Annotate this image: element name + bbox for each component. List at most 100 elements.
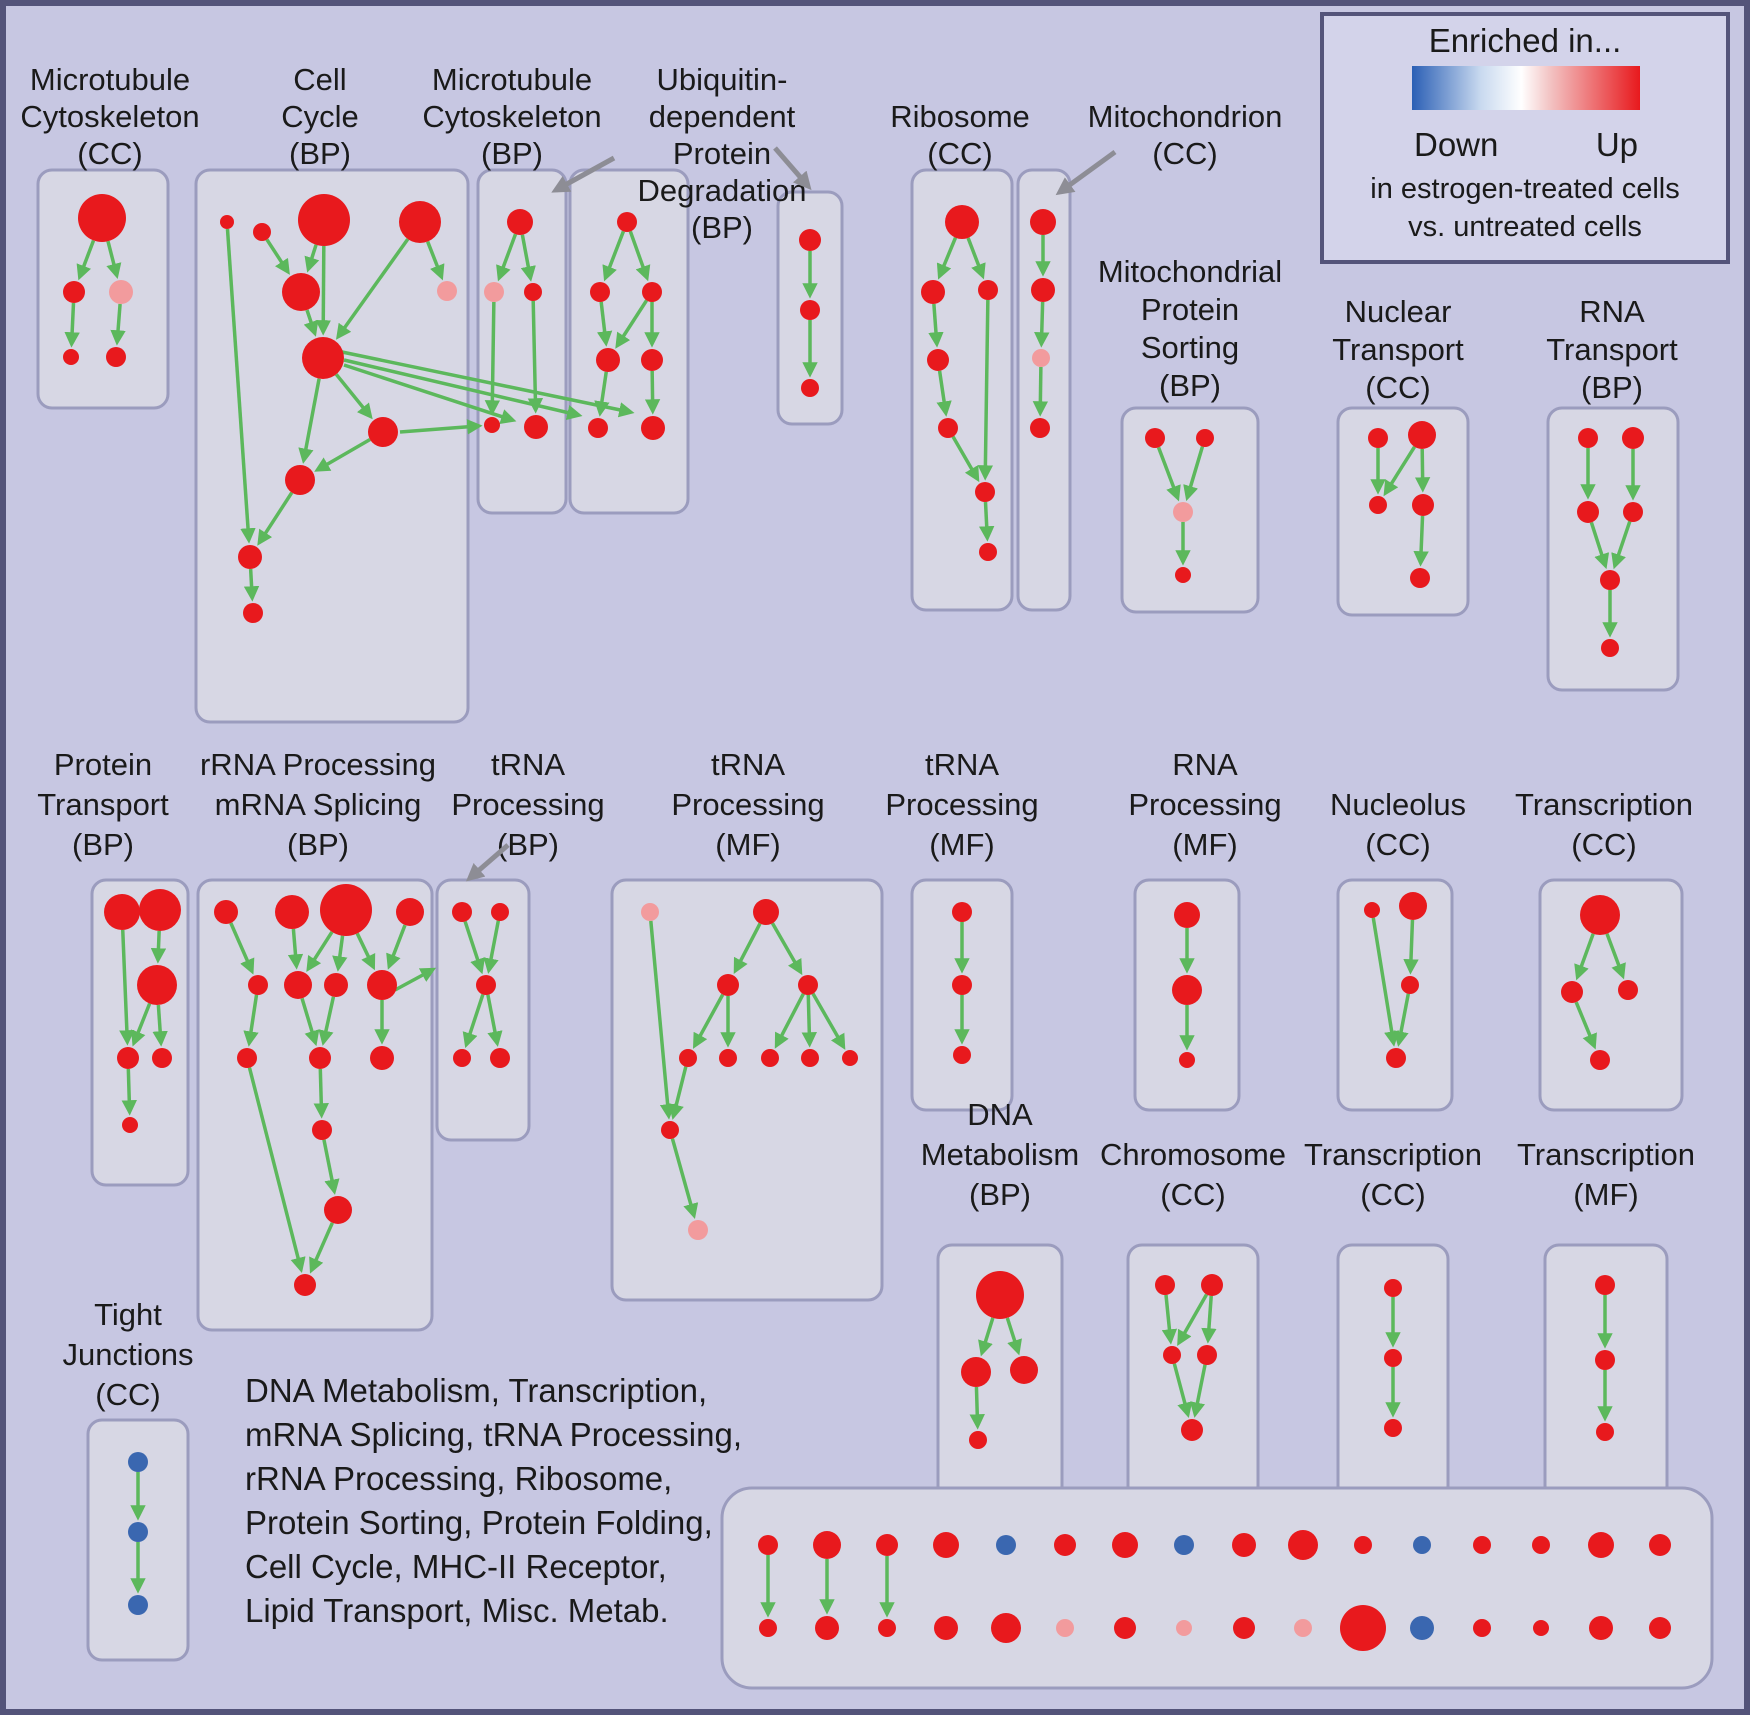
- edge-arrow: [106, 240, 122, 280]
- edge-arrow: [462, 993, 485, 1049]
- edge-arrow: [1611, 520, 1632, 570]
- edge-arrow: [1005, 1317, 1022, 1356]
- go-term-node: [1232, 1533, 1256, 1557]
- cross-group-edge-arrow: [394, 967, 437, 992]
- go-term-node: [641, 416, 665, 440]
- go-term-node: [1032, 349, 1050, 367]
- edge-arrow: [300, 997, 320, 1047]
- go-term-node: [761, 1049, 779, 1067]
- go-term-node: [952, 902, 972, 922]
- edge-arrow: [644, 370, 661, 415]
- edge-arrow: [386, 924, 407, 970]
- go-term-node: [1589, 1616, 1613, 1640]
- go-term-node: [991, 1613, 1021, 1643]
- go-term-node: [1174, 1535, 1194, 1555]
- go-term-node: [641, 903, 659, 921]
- go-term-node: [1031, 278, 1055, 302]
- go-term-node: [253, 223, 271, 241]
- edge-arrow: [110, 303, 126, 346]
- go-term-node: [800, 300, 820, 320]
- go-term-node: [1172, 975, 1202, 1005]
- edge-arrow: [64, 302, 80, 348]
- go-term-node: [1410, 1616, 1434, 1640]
- go-term-node: [1294, 1619, 1312, 1637]
- go-term-node: [243, 603, 263, 623]
- go-term-node: [1618, 980, 1638, 1000]
- go-term-node: [1369, 496, 1387, 514]
- edge-arrow: [649, 920, 676, 1120]
- edge-arrow: [335, 238, 410, 340]
- go-term-node: [491, 903, 509, 921]
- go-term-node: [1410, 568, 1430, 588]
- edge-arrow: [602, 230, 626, 282]
- edge-arrow: [225, 228, 256, 544]
- go-term-node: [453, 1049, 471, 1067]
- go-term-node: [484, 282, 504, 302]
- label-pointer-arrow: [773, 146, 812, 191]
- go-term-node: [1588, 1532, 1614, 1558]
- go-term-node: [878, 1619, 896, 1637]
- go-term-node: [1412, 494, 1434, 516]
- go-term-node: [815, 1616, 839, 1640]
- go-term-node: [961, 1357, 991, 1387]
- go-term-node: [1399, 892, 1427, 920]
- edge-arrow: [314, 437, 371, 472]
- edge-arrow: [334, 373, 373, 420]
- edge-arrow: [243, 994, 259, 1047]
- edge-arrow: [1605, 933, 1626, 980]
- go-term-node: [437, 281, 457, 301]
- edge-arrow: [1183, 446, 1205, 502]
- edge-arrow: [119, 929, 135, 1046]
- edge-arrow: [332, 935, 348, 972]
- go-term-node: [1176, 1620, 1192, 1636]
- go-term-node: [1595, 1350, 1615, 1370]
- go-term-node: [524, 283, 542, 301]
- go-term-node: [1649, 1534, 1671, 1556]
- go-term-node: [275, 895, 309, 929]
- edge-arrow: [1161, 1294, 1178, 1345]
- edge-arrow: [977, 299, 994, 481]
- group-label-transcription-mf: Transcription(MF): [1517, 1137, 1695, 1212]
- go-term-node: [128, 1452, 148, 1472]
- go-term-node: [1155, 1275, 1175, 1295]
- edge-arrow: [615, 299, 649, 349]
- edge-arrow: [1574, 1001, 1597, 1050]
- go-term-node: [1386, 1048, 1406, 1068]
- go-term-node: [1595, 1275, 1615, 1295]
- go-term-node: [969, 1431, 987, 1449]
- go-term-node: [842, 1050, 858, 1066]
- group-box-cell-cycle-bp: [194, 168, 470, 724]
- go-term-node: [104, 894, 140, 930]
- go-term-node: [588, 418, 608, 438]
- go-term-node: [642, 282, 662, 302]
- go-term-node: [452, 902, 472, 922]
- legend-title: Enriched in...: [1429, 22, 1622, 59]
- go-term-node: [1384, 1349, 1402, 1367]
- go-term-node: [979, 543, 997, 561]
- go-term-node: [1114, 1617, 1136, 1639]
- go-term-node: [1368, 428, 1388, 448]
- go-term-node: [1590, 1050, 1610, 1070]
- edge-arrow: [229, 922, 255, 975]
- edge-arrow: [131, 1002, 152, 1047]
- cross-group-edge-arrow: [343, 358, 583, 421]
- edge-arrow: [770, 922, 803, 976]
- group-box-rna-transport-bp: [1546, 406, 1680, 692]
- go-term-node: [945, 205, 979, 239]
- edge-arrow: [1413, 515, 1429, 567]
- go-term-node: [759, 1619, 777, 1637]
- edge-arrow: [928, 303, 944, 348]
- go-term-node: [1384, 1419, 1402, 1437]
- label-pointer-arrow: [1055, 149, 1117, 196]
- legend-context-line2: vs. untreated cells: [1408, 211, 1642, 243]
- go-term-node: [63, 349, 79, 365]
- go-term-node: [641, 349, 663, 371]
